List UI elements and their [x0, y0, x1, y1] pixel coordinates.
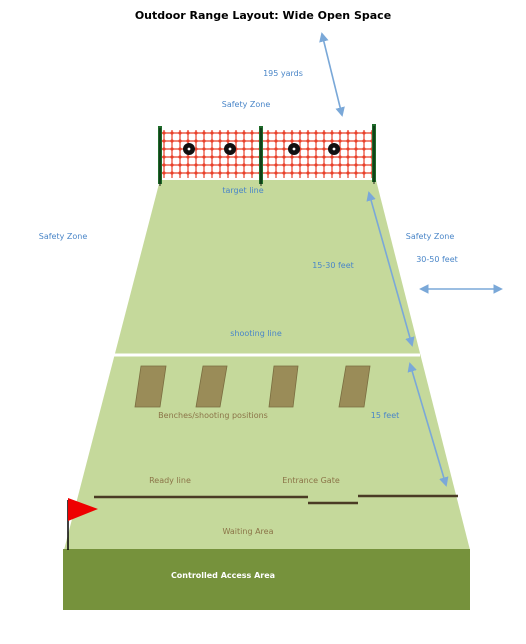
- bench: [134, 365, 167, 408]
- label-shooting-line: shooting line: [230, 329, 282, 338]
- arrow-15-30-feet: [366, 191, 415, 347]
- diagram-title: Outdoor Range Layout: Wide Open Space: [135, 9, 391, 22]
- bench: [338, 365, 371, 408]
- label-controlled-access-area: Controlled Access Area: [171, 571, 275, 580]
- target-net: [160, 128, 376, 180]
- label-benches: Benches/shooting positions: [158, 411, 268, 420]
- target-icon: [183, 143, 195, 155]
- label-waiting-area: Waiting Area: [223, 527, 274, 536]
- label-ready-line: Ready line: [149, 476, 191, 485]
- target-icon: [224, 143, 236, 155]
- arrow-15-feet: [407, 362, 449, 487]
- label-safety-zone-left: Safety Zone: [39, 232, 88, 241]
- label-safety-zone-top: Safety Zone: [222, 100, 271, 109]
- bench: [268, 365, 299, 408]
- label-entrance-gate: Entrance Gate: [282, 476, 340, 485]
- label-15-feet: 15 feet: [371, 411, 400, 420]
- controlled-access-area: [63, 549, 470, 610]
- target-icon: [288, 143, 300, 155]
- target-icon: [328, 143, 340, 155]
- label-15-30-feet: 15-30 feet: [312, 261, 354, 270]
- label-target-line: target line: [222, 186, 263, 195]
- label-30-50-feet: 30-50 feet: [416, 255, 458, 264]
- arrow-195-yards: [319, 32, 345, 117]
- label-safety-zone-right: Safety Zone: [406, 232, 455, 241]
- flag-icon: [68, 498, 98, 521]
- bench: [195, 365, 228, 408]
- label-195-yards: 195 yards: [263, 69, 303, 78]
